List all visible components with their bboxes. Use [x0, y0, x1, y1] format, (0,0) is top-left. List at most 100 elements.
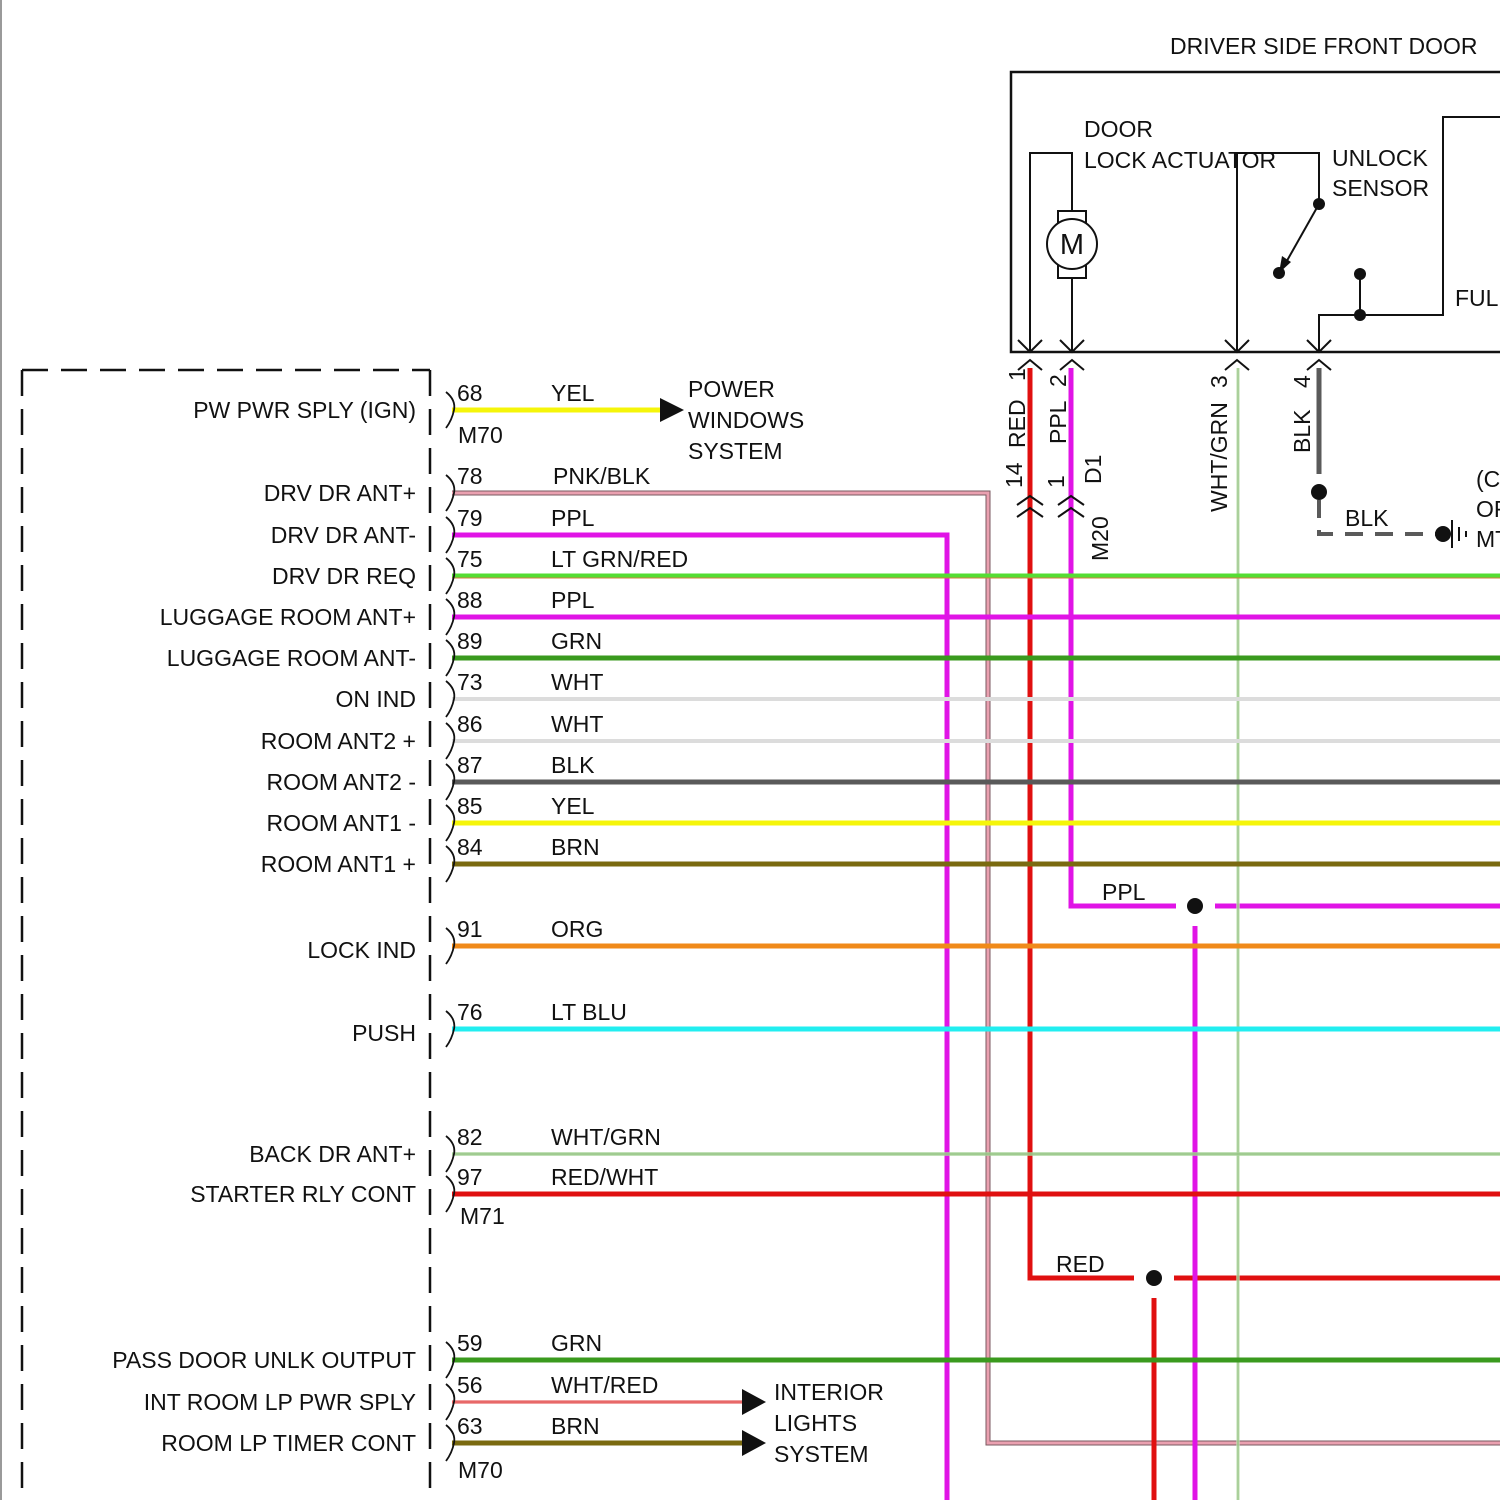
- splice-ppl: [1187, 898, 1203, 914]
- pin-number: 56: [457, 1372, 483, 1398]
- circuit-function-label: INT ROOM LP PWR SPLY: [144, 1389, 416, 1415]
- ground-symbol: BLK (C OF MT: [1311, 466, 1500, 552]
- pin-number: 73: [457, 669, 483, 695]
- pin-number: 91: [457, 916, 483, 942]
- connector-m70-bottom: M70: [458, 1457, 503, 1483]
- connector-bracket-icon: [446, 599, 454, 635]
- circuit-function-label: LUGGAGE ROOM ANT+: [160, 604, 416, 630]
- pin-number: 59: [457, 1330, 483, 1356]
- pin-number: 75: [457, 546, 483, 572]
- circuit-function-label: DRV DR ANT+: [264, 480, 416, 506]
- pin3-number: 3: [1206, 375, 1232, 388]
- wire-color-label: PNK/BLK: [553, 463, 651, 489]
- switch-contact: [1273, 267, 1285, 279]
- connector-bracket-icon: [446, 1342, 454, 1378]
- wire-color-label: BLK: [551, 752, 595, 778]
- full-label-partial: FUL: [1455, 285, 1499, 311]
- ground-note-line1: (C: [1476, 466, 1500, 492]
- ground-note-line3: MT: [1476, 526, 1500, 552]
- pin2-color-label: PPL: [1045, 400, 1071, 444]
- d1-pin-14: 14: [1001, 462, 1027, 488]
- connector-bracket-icon: [446, 1011, 454, 1047]
- door-vertical-wires: [452, 368, 1500, 1500]
- wire-color-label: PPL: [551, 505, 595, 531]
- connector-bracket-icon: [446, 558, 454, 594]
- circuit-function-label: DRV DR REQ: [272, 563, 416, 589]
- ppl-splice-label: PPL: [1102, 879, 1146, 905]
- connector-bracket-icon: [446, 928, 454, 964]
- circuit-function-label: ON IND: [336, 686, 417, 712]
- pin4-number: 4: [1289, 375, 1315, 388]
- wire-ppl-79: [452, 535, 947, 1500]
- ground-wire-label: BLK: [1345, 505, 1389, 531]
- ground-point: [1435, 526, 1451, 542]
- connector-bracket-icon: [446, 517, 454, 553]
- pin2-number: 2: [1045, 374, 1071, 387]
- pin4-color-label: BLK: [1289, 409, 1315, 453]
- circuit-function-label: DRV DR ANT-: [271, 522, 416, 548]
- pin-number: 76: [457, 999, 483, 1025]
- pw-label-3: SYSTEM: [688, 438, 783, 464]
- pin-number: 97: [457, 1164, 483, 1190]
- wire-color-label: YEL: [551, 793, 595, 819]
- connector-bracket-icon: [446, 764, 454, 800]
- connector-bracket-icon: [446, 640, 454, 676]
- d1-connector-symbols: [1017, 496, 1084, 517]
- actuator-label-line2: LOCK ACTUATOR: [1084, 147, 1276, 173]
- pin-number: 89: [457, 628, 483, 654]
- connector-d1-label: D1: [1080, 455, 1106, 484]
- interior-lights-destination: INTERIOR LIGHTS SYSTEM: [742, 1379, 884, 1467]
- wire-color-label: WHT/RED: [551, 1372, 658, 1398]
- door-title: DRIVER SIDE FRONT DOOR: [1170, 33, 1478, 59]
- pin3-color-label: WHT/GRN: [1206, 402, 1232, 512]
- power-windows-destination: POWER WINDOWS SYSTEM: [660, 376, 804, 464]
- circuit-labels: 68YELPW PWR SPLY (IGN)78PNK/BLKDRV DR AN…: [112, 380, 688, 1461]
- wire-color-label: WHT/GRN: [551, 1124, 661, 1150]
- circuit-function-label: ROOM ANT2 -: [266, 769, 416, 795]
- pin1-number: 1: [1004, 368, 1030, 381]
- connector-bracket-icon: [446, 475, 454, 511]
- arrow-icon: [742, 1389, 766, 1415]
- arrow-icon: [742, 1430, 766, 1456]
- wire-color-label: YEL: [551, 380, 595, 406]
- connector-bracket-icon: [446, 1136, 454, 1172]
- connector-bracket-icon: [446, 392, 454, 428]
- pin-number: 84: [457, 834, 483, 860]
- wire-color-label: BRN: [551, 1413, 600, 1439]
- circuit-function-label: ROOM ANT2 +: [261, 728, 416, 754]
- circuit-function-label: PW PWR SPLY (IGN): [193, 397, 416, 423]
- connector-bracket-icon: [446, 846, 454, 882]
- unlock-sensor-label-line2: SENSOR: [1332, 175, 1429, 201]
- pin-number: 82: [457, 1124, 483, 1150]
- connector-m71: M71: [460, 1203, 505, 1229]
- connector-bracket-icon: [446, 681, 454, 717]
- pin-number: 68: [457, 380, 483, 406]
- connector-bracket-icon: [446, 1425, 454, 1461]
- door-pin-arrows: [1018, 340, 1331, 370]
- connector-m20-label: M20: [1087, 516, 1113, 561]
- connector-m70-top: M70: [458, 422, 503, 448]
- pin-number: 85: [457, 793, 483, 819]
- arrow-icon: [660, 398, 684, 422]
- connector-bracket-icon: [446, 1176, 454, 1212]
- pin-number: 78: [457, 463, 483, 489]
- d1-pin-1: 1: [1043, 475, 1069, 488]
- connector-bracket-icon: [446, 723, 454, 759]
- pin-number: 79: [457, 505, 483, 531]
- circuit-function-label: PASS DOOR UNLK OUTPUT: [112, 1347, 416, 1373]
- actuator-label-line1: DOOR: [1084, 116, 1153, 142]
- wire-pnk-blk-outline: [452, 493, 1500, 1443]
- circuit-function-label: LUGGAGE ROOM ANT-: [167, 645, 416, 671]
- connector-bracket-icon: [446, 1384, 454, 1420]
- wire-color-label: LT GRN/RED: [551, 546, 688, 572]
- pin1-color-label: RED: [1004, 399, 1030, 448]
- wire-color-label: BRN: [551, 834, 600, 860]
- pw-label-1: POWER: [688, 376, 775, 402]
- circuit-function-label: STARTER RLY CONT: [190, 1181, 416, 1207]
- ground-note-line2: OF: [1476, 496, 1500, 522]
- pin-number: 88: [457, 587, 483, 613]
- unlock-sensor-label-line1: UNLOCK: [1332, 145, 1429, 171]
- driver-door-box: DRIVER SIDE FRONT DOOR M DOOR LOCK ACTUA…: [1011, 33, 1500, 370]
- circuit-function-label: ROOM ANT1 -: [266, 810, 416, 836]
